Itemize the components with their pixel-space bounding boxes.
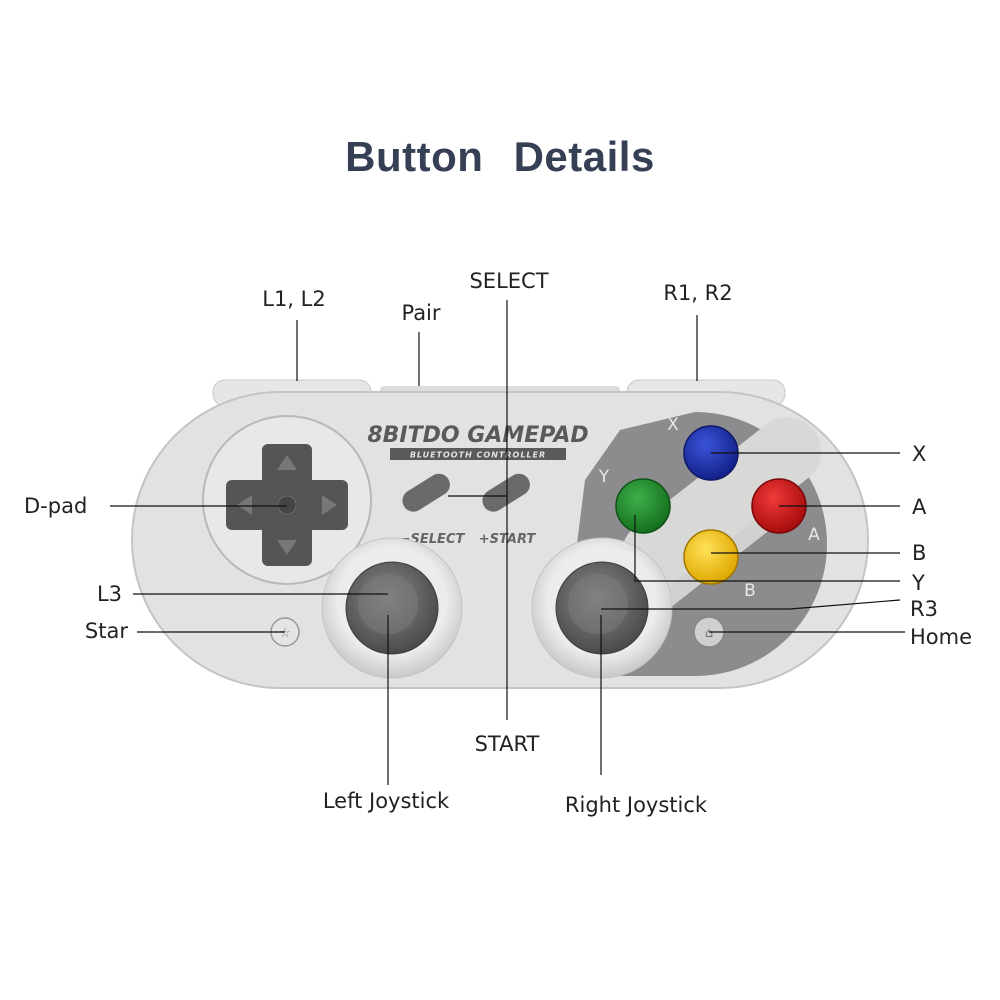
brand-logo: 8BITDO GAMEPAD [367, 423, 588, 448]
brand-subtitle-bar [390, 448, 566, 460]
leader-r3 [601, 599, 901, 610]
b-print: B [744, 581, 756, 601]
callout-r1-r2: R1, R2 [663, 281, 732, 305]
b-button[interactable] [683, 529, 739, 585]
dpad-up-arrow-icon [277, 455, 297, 470]
callout-right-joystick: Right Joystick [565, 793, 708, 817]
start-button[interactable] [478, 470, 534, 516]
callout-y: Y [911, 571, 925, 595]
callout-l1-l2: L1, L2 [262, 287, 325, 311]
callout-home: Home [910, 625, 972, 649]
left-joystick[interactable] [321, 537, 463, 679]
callout-select: SELECT [469, 269, 548, 293]
leader-lines [110, 300, 905, 785]
callout-a: A [912, 495, 927, 519]
callout-pair: Pair [401, 301, 440, 325]
brand-subtitle: BLUETOOTH CONTROLLER [410, 451, 546, 460]
dpad[interactable] [226, 444, 348, 566]
y-button[interactable] [615, 478, 671, 534]
callout-dpad: D-pad [24, 494, 87, 518]
leader-y [634, 515, 900, 582]
star-icon: ☆ [279, 626, 291, 641]
x-print: X [667, 415, 679, 435]
dpad-down-arrow-icon [277, 540, 297, 555]
callout-left-joystick: Left Joystick [323, 789, 450, 813]
dpad-left-arrow-icon [237, 495, 252, 515]
callout-start: START [475, 732, 540, 756]
callout-x: X [912, 442, 926, 466]
right-joystick[interactable] [531, 537, 673, 679]
callout-r3: R3 [910, 597, 938, 621]
dpad-right-arrow-icon [322, 495, 337, 515]
home-icon: ⌂ [705, 626, 713, 641]
y-print: Y [598, 467, 610, 487]
callout-star: Star [85, 619, 128, 643]
callout-l3: L3 [97, 582, 122, 606]
a-print: A [808, 525, 820, 545]
callout-b: B [912, 541, 926, 565]
page-title: Button Details [345, 133, 655, 180]
select-button[interactable] [398, 470, 454, 516]
